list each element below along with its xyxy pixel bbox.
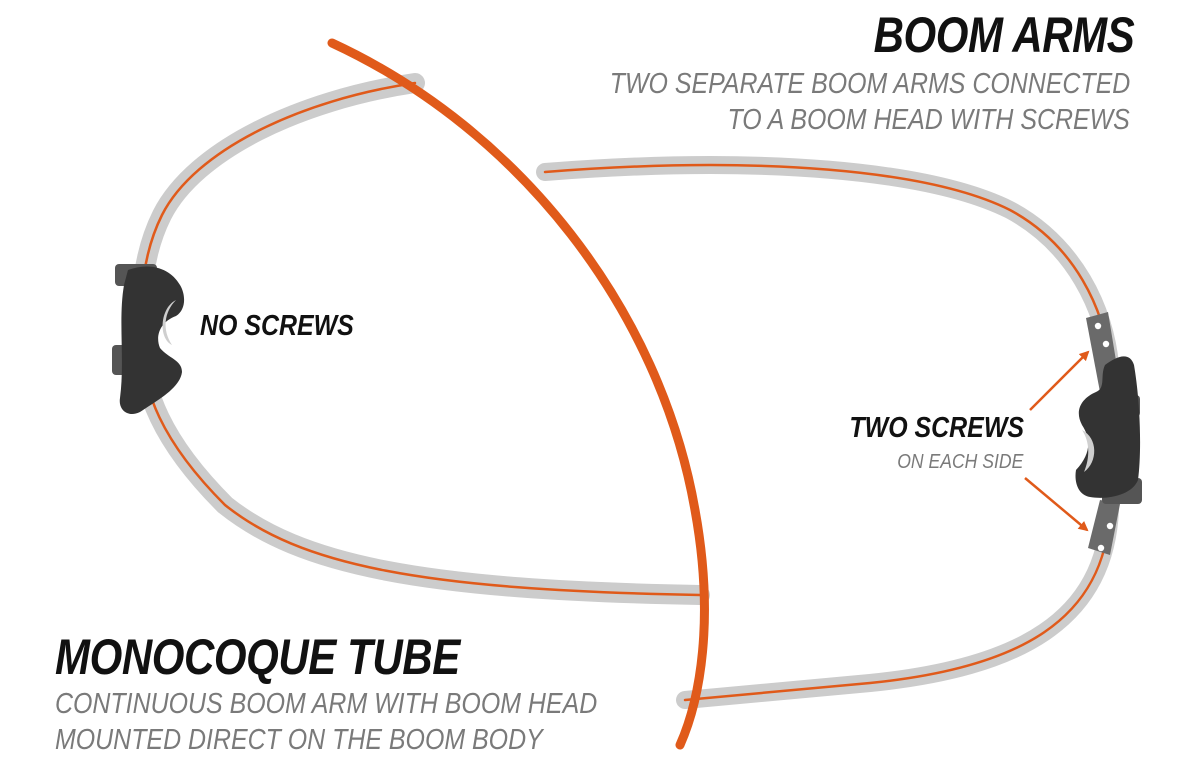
monocoque-description-line2: MOUNTED DIRECT ON THE BOOM BODY [55,724,543,756]
on-each-side-label: ON EACH SIDE [896,451,1023,473]
no-screws-label: NO SCREWS [200,310,354,342]
screw-plate-bottom [1088,500,1120,555]
monocoque-title: MONOCOQUE TUBE [55,629,460,685]
boom-arms-title: BOOM ARMS [873,7,1134,63]
boom-head-icon [112,264,185,415]
boom-body-sweep [327,38,709,750]
boom-head-icon [1075,312,1142,555]
boom-arms-tube-gray [536,156,1119,709]
boom-arms-description-line2: TO A BOOM HEAD WITH SCREWS [727,104,1130,136]
two-screws-label: TWO SCREWS [849,412,1024,444]
boom-arms-tube-orange-core [543,163,1112,702]
arrow-icon [1024,477,1089,532]
boom-arms-outline [536,156,1119,709]
boom-arms-description-line1: TWO SEPARATE BOOM ARMS CONNECTED [609,68,1130,100]
monocoque-description-line1: CONTINUOUS BOOM ARM WITH BOOM HEAD [55,688,598,720]
arrow-icon [1029,350,1090,411]
